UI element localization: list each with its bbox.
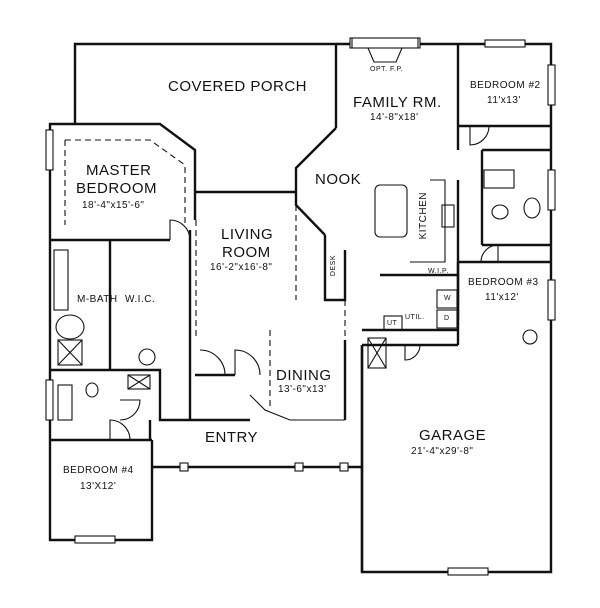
fireplace-label: OPT. F.P. [370, 66, 404, 73]
kitchen-label: KITCHEN [418, 192, 429, 240]
bedroom-3-label: BEDROOM #3 [468, 277, 539, 288]
water-heater-label: UT [387, 320, 398, 327]
living-room-label-line2: ROOM [222, 244, 271, 261]
bedroom-4-size: 13'X12' [80, 481, 117, 492]
bedroom-2-label: BEDROOM #2 [470, 80, 541, 91]
garage-size: 21'-4"x29'-8" [411, 446, 474, 457]
covered-porch-label: COVERED PORCH [168, 78, 308, 95]
washer-label: W [444, 295, 452, 302]
nook-label: NOOK [315, 171, 362, 188]
dryer-label: D [444, 315, 450, 322]
windows [45, 39, 556, 576]
kitchen-fixtures [367, 179, 458, 369]
doors [109, 125, 499, 441]
entry-label: ENTRY [205, 429, 259, 446]
dining-size: 13'-6"x13' [278, 384, 327, 395]
fireplace-symbol [349, 37, 421, 63]
bath-fixtures [53, 169, 541, 421]
bedroom-3-size: 11'x12' [485, 292, 519, 303]
living-room-size: 16'-2"x16'-8" [210, 262, 273, 273]
bedroom-4-label: BEDROOM #4 [63, 465, 134, 476]
dining-label: DINING [276, 367, 332, 384]
master-bath-label: M-BATH [77, 294, 118, 305]
desk-label: DESK [330, 255, 337, 277]
utility-label: UTIL. [405, 314, 425, 321]
family-room-label: FAMILY RM. [353, 94, 442, 111]
master-wic-label: W.I.C. [125, 294, 156, 305]
master-bedroom-label-line2: BEDROOM [76, 180, 158, 197]
family-room-size: 14'-8"x18' [370, 112, 419, 123]
walk-in-pantry-label: W.I.P. [428, 268, 449, 275]
water-heater-circle [522, 329, 538, 345]
interior-walls [50, 44, 551, 572]
master-bedroom-size: 18'-4"x15'-6" [82, 200, 145, 211]
dashed-lines [64, 44, 459, 410]
master-bedroom-label-line1: MASTER [86, 162, 152, 179]
living-room-label-line1: LIVING [221, 226, 274, 243]
bedroom-2-size: 11'x13' [487, 95, 521, 106]
garage-label: GARAGE [419, 427, 487, 444]
